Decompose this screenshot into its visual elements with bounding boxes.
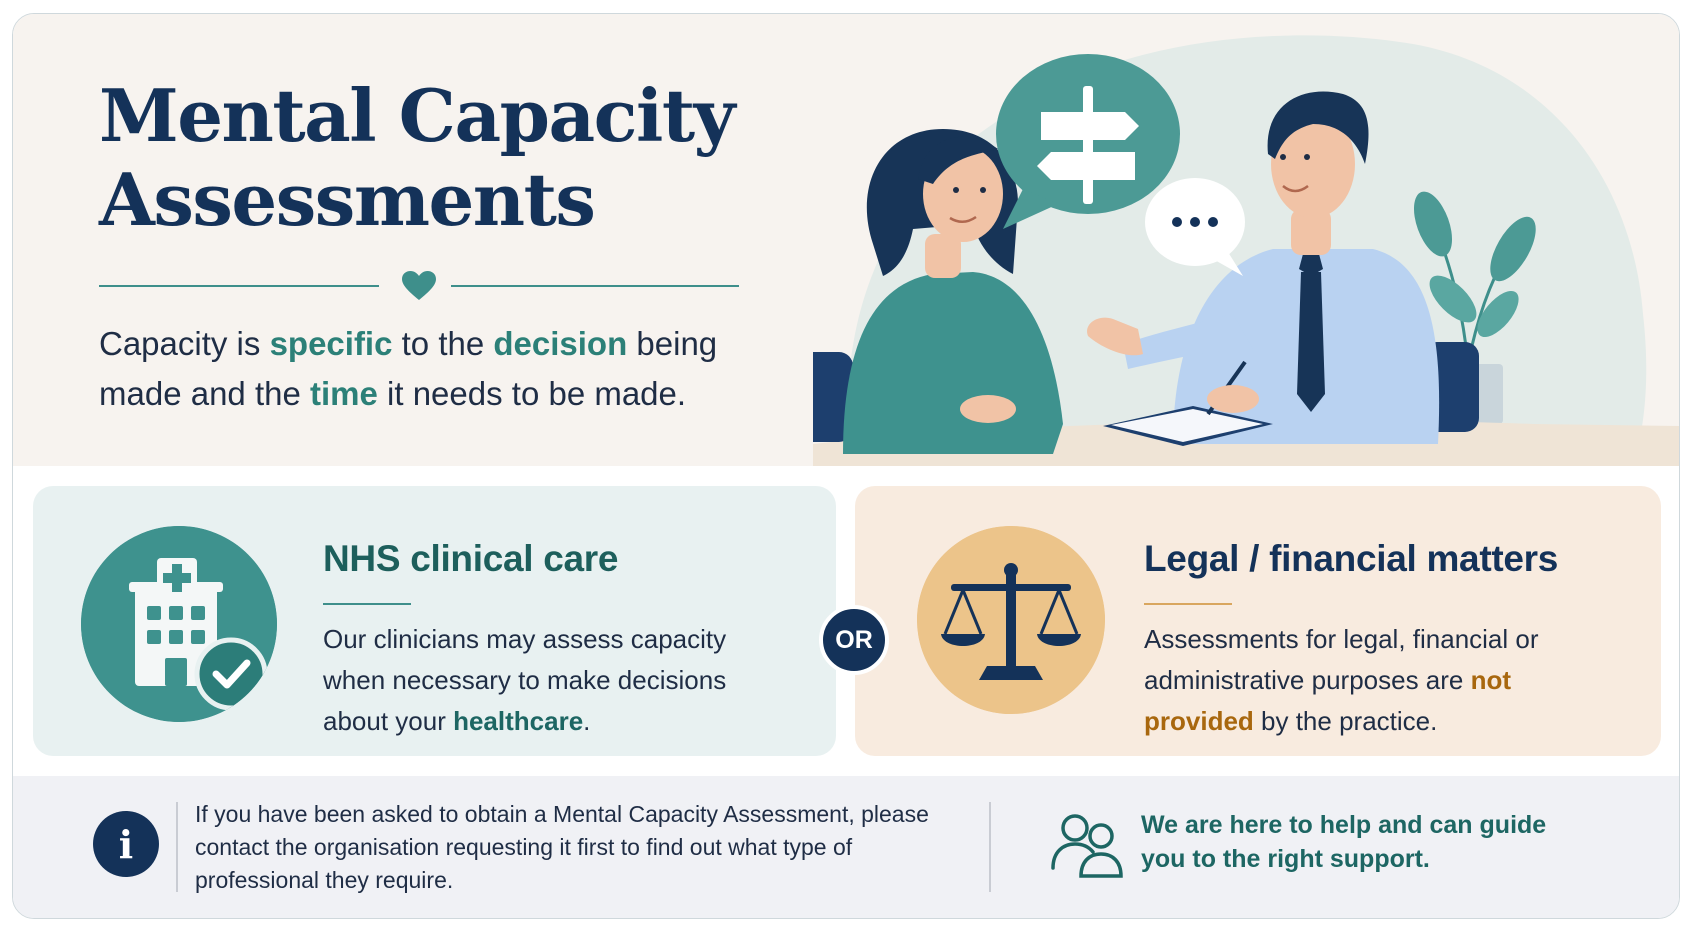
intro-part-2: to the xyxy=(392,325,494,362)
help-text: We are here to help and can guide you to… xyxy=(1141,811,1547,873)
info-divider-right xyxy=(989,802,991,892)
consultation-illustration xyxy=(813,35,1679,466)
divider-line-right xyxy=(451,285,739,287)
nhs-clinical-care-card: NHS clinical care Our clinicians may ass… xyxy=(33,486,836,756)
intro-part-4: it needs to be made. xyxy=(377,375,687,412)
heart-icon xyxy=(402,271,436,300)
nhs-card-heading: NHS clinical care xyxy=(323,538,619,579)
intro-highlight-decision: decision xyxy=(493,325,628,362)
legal-card-heading: Legal / financial matters xyxy=(1144,538,1559,579)
intro-highlight-specific: specific xyxy=(269,325,393,362)
intro-text: Capacity is specific to the decision bei… xyxy=(99,319,749,419)
info-strip: i If you have been asked to obtain a Men… xyxy=(13,776,1679,918)
legal-card-text: Assessments for legal, financial or admi… xyxy=(1144,619,1614,742)
title-line-1: Mental Capacity xyxy=(99,73,735,158)
legal-text-highlight: not provided xyxy=(1144,665,1512,736)
divider-line-left xyxy=(99,285,379,287)
scales-icon xyxy=(917,526,1105,714)
title-line-2: Assessments xyxy=(99,157,596,242)
legal-text-before: Assessments for legal, financial or admi… xyxy=(1144,624,1539,695)
or-badge: OR xyxy=(819,605,889,675)
infographic-frame: Mental Capacity Assessments Capacity is … xyxy=(12,13,1680,919)
title-divider xyxy=(99,270,739,300)
people-icon xyxy=(1051,814,1123,878)
chat-bubble-icon xyxy=(1145,178,1245,276)
nhs-text-after: . xyxy=(583,706,591,736)
info-text: If you have been asked to obtain a Menta… xyxy=(195,801,929,893)
nhs-heading-underline xyxy=(323,603,411,605)
info-icon: i xyxy=(93,811,159,877)
hero-section: Mental Capacity Assessments Capacity is … xyxy=(13,14,1679,466)
legal-text-after: by the practice. xyxy=(1253,706,1438,736)
check-icon xyxy=(194,637,268,711)
page-title: Mental Capacity Assessments xyxy=(99,73,735,242)
intro-highlight-time: time xyxy=(310,375,378,412)
intro-part-3: being made and the xyxy=(99,325,718,412)
legal-financial-card: Legal / financial matters Assessments fo… xyxy=(855,486,1661,756)
info-divider-left xyxy=(176,802,178,892)
intro-part-1: Capacity is xyxy=(99,325,270,362)
nhs-text-highlight: healthcare xyxy=(453,706,584,736)
nhs-text-before: Our clinicians may assess capacity when … xyxy=(323,624,727,736)
hospital-icon xyxy=(81,526,277,722)
signpost-icon xyxy=(996,54,1180,229)
legal-heading-underline xyxy=(1144,603,1232,605)
nhs-card-text: Our clinicians may assess capacity when … xyxy=(323,619,793,742)
